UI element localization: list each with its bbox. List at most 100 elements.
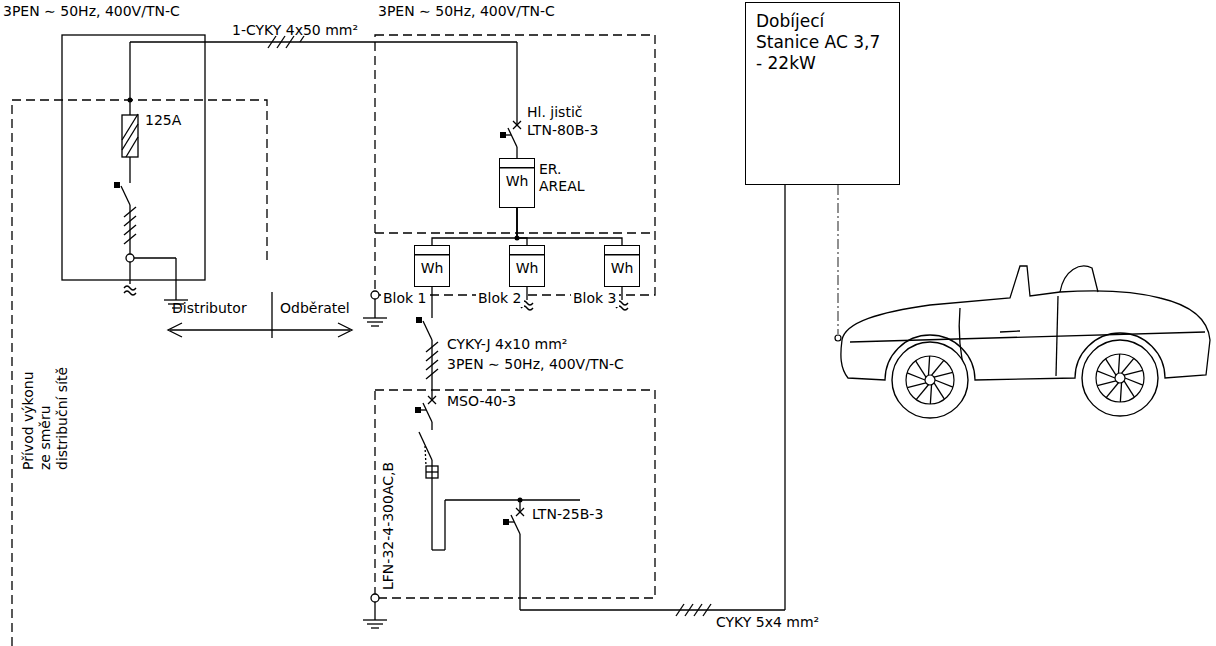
device-label: 3PEN ∼ 50Hz, 400V/TN-C [3,3,180,19]
wire [526,287,527,300]
vertical-label: distribuční sítě [54,367,70,470]
core-tick [703,604,711,616]
charging-station-box: Dobíjecí Stanice AC 3,7 - 22kW [745,2,900,185]
breaker-actuator [415,407,421,413]
device-label: 3PEN ∼ 50Hz, 400V/TN-C [447,356,624,372]
charging-link [837,185,838,334]
car-seat [1060,266,1098,292]
ground-symbol [367,321,383,322]
ground-symbol [363,619,387,620]
fuse-hatch [126,137,138,157]
fuse-hatch [122,114,138,140]
wire [431,422,432,430]
charger-cable [520,609,785,610]
device-label: 1-CYKY 4x50 mm² [232,22,358,38]
wire [516,42,517,125]
bus-connector [432,208,517,245]
device-label: Hl. jistič [527,104,582,120]
node-text: Dobíjecí Stanice AC 3,7 - 22kW [756,11,884,74]
wire [432,549,445,550]
node-heading: Blok 2 [476,290,524,307]
car-wheel [892,342,968,418]
node-text: Wh [500,173,534,189]
core-tick [676,604,684,616]
ground-symbol [367,623,383,624]
vertical-label: ze směru [37,405,53,470]
wire [431,287,432,318]
terminal-circle [126,254,134,262]
breaker-blade [423,403,432,422]
bus-connector [517,208,622,245]
car-spoke [934,383,944,399]
car-rim [906,356,954,404]
device-label: MSO-40-3 [445,393,518,409]
energy-meter: WhBlok 3 [604,245,640,287]
node-text: Wh [415,260,449,276]
junction-dot [128,98,133,103]
energy-meter: WhBlok 2 [509,245,545,287]
pen-wire [175,258,176,300]
car-spoke [1120,383,1121,402]
breaker-cross [428,396,436,404]
breaker-cross [516,508,524,516]
car-spoke [916,385,928,400]
car-spoke [1125,378,1143,385]
breaker-actuator [421,409,426,410]
pen-wire [134,257,176,258]
energy-meter: WhER. AREAL [499,158,535,208]
device-label: LTN-80B-3 [527,122,598,138]
breaker-blade [511,515,520,534]
breaker-actuator [500,132,506,138]
car-rim [1096,354,1144,402]
sub-board [375,390,655,598]
device-label: 3PEN ∼ 50Hz, 400V/TN-C [378,3,555,19]
wire [516,147,517,158]
vertical-label: LFN-32-4-300AC,B [380,462,396,590]
wire [431,460,432,466]
fuse-symbol [122,115,138,157]
core-tick [685,604,693,616]
rcd-trip-box [426,471,438,472]
car-spoke [1106,359,1116,375]
core-tick [124,207,136,217]
wire [129,157,130,183]
bus-connector [517,208,527,245]
ground-symbol [371,325,379,326]
core-tick [694,604,702,616]
ground-symbol [371,627,379,628]
device-label: CYKY 5x4 mm² [716,614,819,630]
car-spoke [935,380,953,387]
pen-wire [374,299,375,318]
charger-cable [784,185,785,610]
car-spoke [1097,381,1116,386]
node-text: Wh [605,260,639,276]
car-spoke [916,361,926,377]
breaker-blade [508,128,517,147]
arrow-head [338,323,352,337]
distributor-housing [62,35,205,280]
rcd-link [425,446,426,466]
rcd-trip-box [426,466,438,478]
energy-meter: WhBlok 1 [414,245,450,287]
car-spoke [930,385,931,404]
car-spoke [928,356,929,375]
wire [431,340,432,400]
switch-actuator [416,317,422,323]
wire [129,262,130,284]
core-tick [124,225,136,235]
distributor-boundary [12,100,267,646]
wire [431,478,432,550]
car-spoke [907,373,925,380]
car-side-line [850,332,1205,342]
breaker-cross [513,121,521,129]
device-label: Odběratel [280,300,350,316]
breaker-cross [516,508,524,516]
switch-actuator [114,182,120,188]
wire [445,499,580,500]
car-hub [1115,373,1125,383]
boundary-divider [271,292,272,338]
terminal-circle [371,291,379,299]
device-label: LTN-25B-3 [532,506,603,522]
